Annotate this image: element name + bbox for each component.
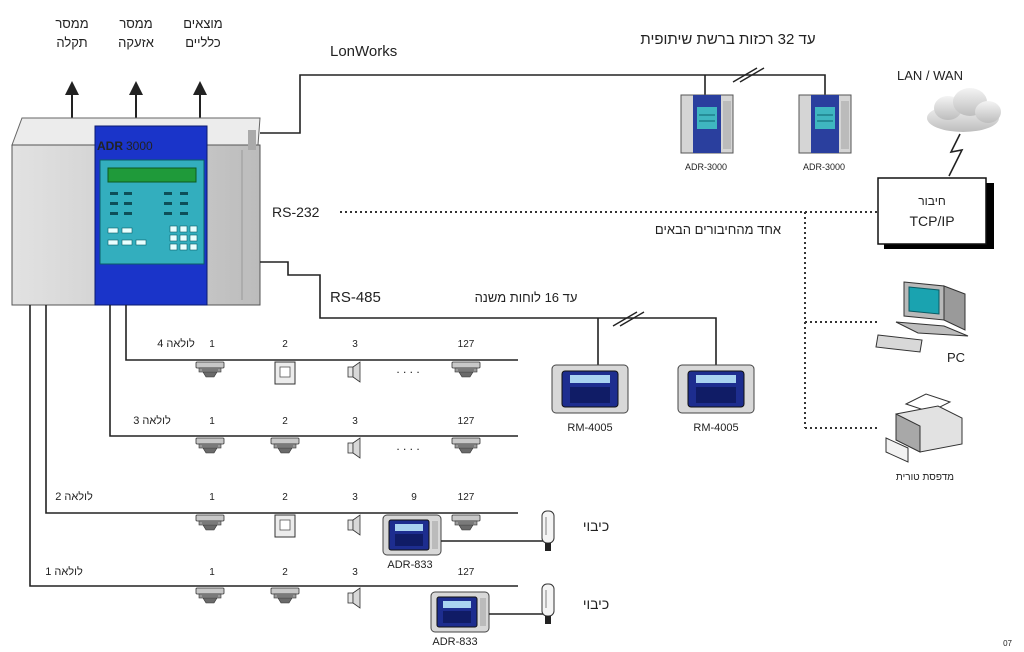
loop-4-smoke-detector-1	[195, 361, 225, 378]
loop-2-smoke-detector-1	[195, 514, 225, 531]
remote-panel-1	[551, 364, 629, 414]
loop-2-num-127: 127	[458, 492, 475, 503]
main-control-panel: ADR 3000	[11, 117, 261, 306]
rs485-network: RS-485 עד 16 לוחות משנה RM-4005 RM-4005	[260, 261, 755, 434]
loop-1-num-127: 127	[458, 567, 475, 578]
loop-4-num-3: 3	[352, 339, 358, 350]
fault-relay-line2: תקלה	[56, 35, 87, 50]
rs232-connection: RS-232 אחד מהחיבורים הבאים	[272, 204, 880, 429]
tcp-ip-line2: TCP/IP	[909, 213, 954, 229]
panel-model: 3000	[126, 139, 153, 153]
lonworks-network: LonWorks עד 32 רכזות ברשת שיתופית ADR-30…	[260, 31, 852, 172]
printer-label: מדפסת טורית	[896, 472, 954, 483]
loop-4-dots: . . . .	[396, 362, 419, 376]
loop-1-num-3: 3	[352, 567, 358, 578]
loop-1-extinguishing-module	[430, 591, 490, 633]
loop-1-sounder	[347, 587, 361, 609]
general-outputs-line1: מוצאים	[183, 16, 223, 31]
remote-panel-2-label: RM-4005	[693, 422, 738, 434]
loop-3-num-1: 1	[209, 416, 215, 427]
alarm-relay-line1: ממסר	[119, 16, 152, 31]
loop-1-module-label: ADR-833	[432, 636, 477, 648]
loop-2-manual-call-point	[274, 514, 296, 538]
loop-2-num-3: 3	[352, 492, 358, 503]
loop-1-smoke-detector-1	[195, 587, 225, 604]
loop-4-label: לולאה 4	[157, 337, 195, 350]
loop-3-smoke-detector-2	[270, 437, 300, 454]
tcp-ip-box	[877, 177, 987, 245]
loop-2-sounder	[347, 514, 361, 536]
rs485-note: עד 16 לוחות משנה	[475, 290, 578, 305]
networked-panel-2	[798, 94, 852, 154]
lonworks-line	[260, 74, 826, 134]
alarm-relay-line2: אזעקה	[118, 35, 154, 50]
printer-icon	[885, 393, 963, 463]
loop-3-num-2: 2	[282, 416, 288, 427]
general-outputs-line2: כלליים	[185, 35, 221, 50]
loop-3-sounder	[347, 437, 361, 459]
networked-panel-1-label: ADR-3000	[685, 162, 727, 172]
loop-2-module-label: ADR-833	[387, 559, 432, 571]
panel-brand: ADR	[97, 139, 123, 153]
rs232-options-note: אחד מהחיבורים הבאים	[655, 222, 781, 237]
tcp-ip-line1: חיבור	[918, 194, 945, 208]
loop-3-num-3: 3	[352, 416, 358, 427]
cloud-icon	[927, 88, 1001, 132]
loop-4-sounder	[347, 361, 361, 383]
loop-2-extinguish-label: כיבוי	[583, 518, 609, 534]
detection-loops: לולאה 4 1 2 3 127 . . . . לולאה 3 1 2 3 …	[29, 305, 609, 648]
remote-panel-1-label: RM-4005	[567, 422, 612, 434]
output-relays: ממסר תקלה ממסר אזעקה מוצאים כלליים	[55, 16, 223, 145]
loop-1-extinguishing-cylinder	[541, 583, 555, 625]
network-devices: LAN / WAN חיבור TCP/IP PC מדפסת טורית	[875, 68, 1001, 483]
loop-1-num-1: 1	[209, 567, 215, 578]
loop-3-label: לולאה 3	[133, 414, 171, 427]
loop-4-smoke-detector-127	[451, 361, 481, 378]
loop-4-num-1: 1	[209, 339, 215, 350]
page-number: 07	[1003, 639, 1012, 648]
loop-2-extinguishing-module	[382, 514, 442, 556]
rs485-label: RS-485	[330, 289, 381, 306]
networked-panel-2-label: ADR-3000	[803, 162, 845, 172]
loop-2-smoke-detector-127	[451, 514, 481, 531]
loop-4-manual-call-point	[274, 361, 296, 385]
loop-3-smoke-detector-127	[451, 437, 481, 454]
loop-1-smoke-detector-2	[270, 587, 300, 604]
wireless-link-icon	[948, 133, 964, 177]
lonworks-label: LonWorks	[330, 43, 397, 60]
loop-4-line	[125, 305, 518, 361]
loop-1-extinguish-label: כיבוי	[583, 596, 609, 612]
loop-4-num-2: 2	[282, 339, 288, 350]
fault-relay-line1: ממסר	[55, 16, 88, 31]
loop-2-num-2: 2	[282, 492, 288, 503]
loop-2-line	[45, 305, 518, 514]
rs232-label: RS-232	[272, 204, 320, 220]
loop-3-smoke-detector-1	[195, 437, 225, 454]
loop-1-num-2: 2	[282, 567, 288, 578]
rs485-break-mark	[612, 311, 638, 327]
loop-1-line	[29, 305, 518, 587]
loop-3-line	[109, 305, 518, 437]
loop-3-dots: . . . .	[396, 439, 419, 453]
lonworks-break-mark	[732, 67, 758, 83]
loop-2-extinguishing-cylinder	[541, 510, 555, 552]
loop-2-num-1: 1	[209, 492, 215, 503]
networked-panel-1	[680, 94, 734, 154]
loop-2-label: לולאה 2	[55, 490, 93, 503]
loop-2-num-9: 9	[411, 492, 417, 503]
loop-1-label: לולאה 1	[45, 565, 83, 578]
rs485-line	[260, 261, 717, 365]
loop-3-num-4: 127	[458, 416, 475, 427]
remote-panel-2	[677, 364, 755, 414]
pc-icon	[875, 281, 969, 353]
loop-4-num-4: 127	[458, 339, 475, 350]
lan-wan-label: LAN / WAN	[897, 68, 963, 83]
pc-label: PC	[947, 350, 965, 365]
lonworks-networked-note: עד 32 רכזות ברשת שיתופית	[640, 31, 815, 48]
